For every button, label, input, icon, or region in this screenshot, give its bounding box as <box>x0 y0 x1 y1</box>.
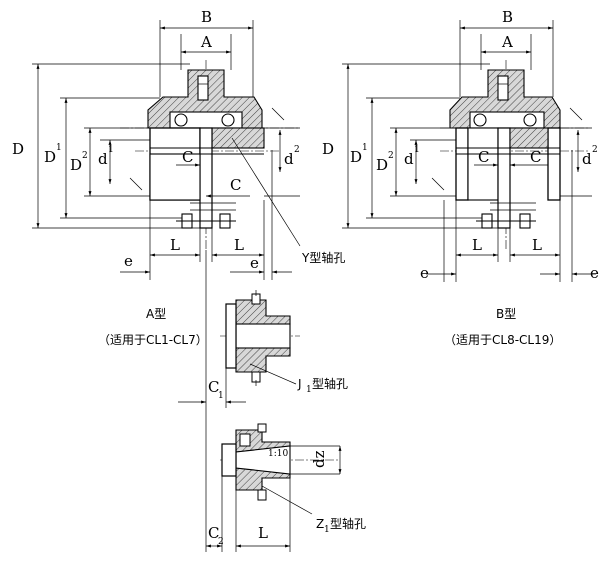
right-e-label-left: e <box>420 264 429 282</box>
left-D1-subscript: 1 <box>56 143 62 153</box>
right-D1-label: D <box>350 148 362 166</box>
left-d1-label: d <box>98 150 108 168</box>
right-L-label-left: L <box>472 236 482 254</box>
z1-bore-label-rest: 型轴孔 <box>330 516 366 531</box>
j1-bore-label-subscript: 1 <box>306 385 312 395</box>
left-e-label-right: e <box>250 254 259 272</box>
left-C-mid-label: C <box>230 176 241 194</box>
type-a-label: A型 <box>146 307 166 321</box>
left-D-label: D <box>12 140 24 158</box>
left-hub-right-top <box>211 127 265 149</box>
left-d2-subscript: 2 <box>294 145 300 155</box>
right-B-label: B <box>502 8 513 26</box>
left-d1-subscript: 1 <box>108 145 114 155</box>
right-d1-subscript: 1 <box>414 145 420 155</box>
left-B-label: B <box>201 8 212 26</box>
left-D2-label: D <box>70 156 82 174</box>
right-flange-right <box>547 127 561 201</box>
left-D2-subscript: 2 <box>82 151 88 161</box>
left-L-label-left: L <box>170 236 180 254</box>
left-D1-label: D <box>44 148 56 166</box>
left-coupling-view: B A D D 1 D 2 d 1 d 2 C C L L e e Y型轴孔 A… <box>12 8 345 420</box>
right-D2-subscript: 2 <box>388 151 394 161</box>
right-e-label-right: e <box>590 264 599 282</box>
j1-bore-label-rest: 型轴孔 <box>312 376 348 391</box>
left-L-label-right: L <box>234 236 244 254</box>
z1-bore-label-subscript: 1 <box>324 525 330 535</box>
z1-taper-label: 1:10 <box>268 449 288 459</box>
right-C-label-right: C <box>530 148 541 166</box>
z1-L-label: L <box>258 524 268 542</box>
right-d2-label: d <box>582 150 592 168</box>
left-top-bolt <box>197 75 209 101</box>
left-A-label: A <box>200 33 212 51</box>
y-bore-label: Y型轴孔 <box>301 250 345 265</box>
right-flange-left <box>455 127 469 201</box>
j1-bore-label: J <box>297 377 302 391</box>
j1-C1-subscript: 1 <box>218 391 224 401</box>
left-e-label-left: e <box>124 252 133 270</box>
left-spacer <box>199 127 213 229</box>
right-D1-subscript: 1 <box>362 143 368 153</box>
left-C-label: C <box>182 148 193 166</box>
z1-C2-label: C <box>208 524 219 542</box>
z1-dz-label: dz <box>310 450 328 468</box>
type-b-label: B型 <box>496 307 516 321</box>
right-d2-subscript: 2 <box>592 145 598 155</box>
left-seal-ring-b <box>221 113 235 127</box>
z1-bore-view: 1:10 dz C 2 L Z 1 型轴孔 <box>205 420 366 552</box>
z1-C2-subscript: 2 <box>218 537 224 547</box>
right-C-label-left: C <box>478 148 489 166</box>
right-top-bolt <box>497 75 509 101</box>
right-D-label: D <box>322 140 334 158</box>
left-d2-label: d <box>284 150 294 168</box>
right-L-label-right: L <box>532 236 542 254</box>
right-d1-label: d <box>404 150 414 168</box>
left-seal-ring-a <box>174 113 188 127</box>
right-A-label: A <box>501 33 513 51</box>
type-a-range: （适用于CL1-CL7） <box>98 333 208 347</box>
right-D2-label: D <box>376 156 388 174</box>
type-b-range: （适用于CL8-CL19） <box>444 333 561 347</box>
z1-bore-label: Z <box>316 517 324 531</box>
right-coupling-view: B A D D 1 D 2 d 1 d 2 C C L L e e B型 （适用… <box>322 8 599 347</box>
j1-bore-view: C 1 J 1 型轴孔 <box>178 290 348 408</box>
j1-C1-label: C <box>208 378 219 396</box>
